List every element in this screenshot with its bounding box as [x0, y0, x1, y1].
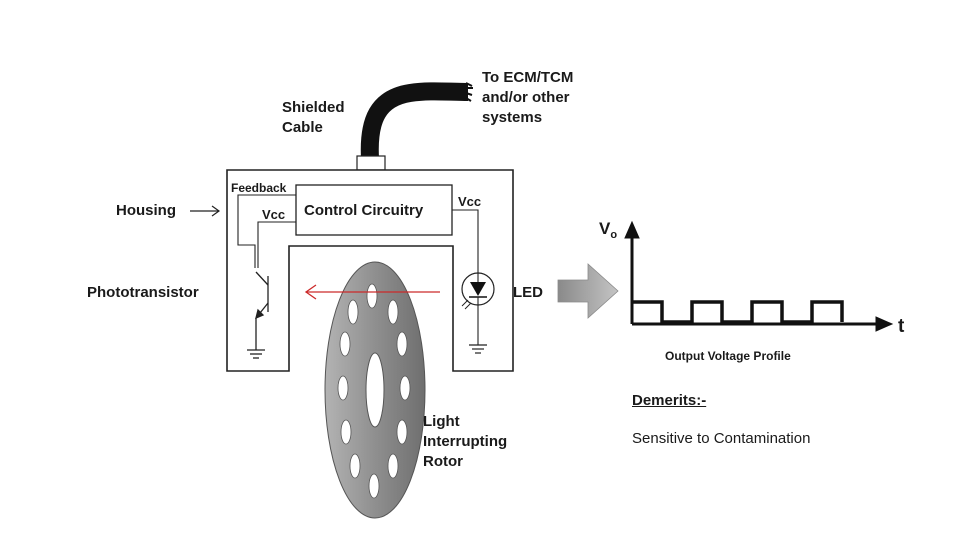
x-axis-label: t: [898, 316, 905, 337]
demerits-text: Sensitive to Contamination: [632, 430, 811, 447]
phototransistor-label: Phototransistor: [87, 284, 199, 301]
led-label: LED: [513, 284, 543, 301]
vcc-left-wire: [257, 221, 296, 268]
control-circuitry-label: Control Circuitry: [304, 202, 424, 219]
destination-label: To ECM/TCM and/or other systems: [482, 69, 574, 126]
cable-grommet: [356, 155, 386, 171]
waveform-caption: Output Voltage Profile: [665, 349, 791, 363]
output-arrow-icon: [557, 263, 619, 319]
demerits-heading: Demerits:-: [632, 392, 707, 409]
vcc-right-label: Vcc: [458, 194, 481, 209]
vcc-left-label: Vcc: [262, 207, 285, 222]
housing-label: Housing: [116, 202, 176, 219]
vcc-right-wire: [452, 209, 479, 268]
square-wave: [632, 300, 844, 324]
shielded-cable: [360, 82, 469, 159]
light-beam-arrow: [304, 284, 440, 300]
y-axis-label: Vo: [599, 219, 617, 241]
cable-frayed-end: [465, 82, 473, 102]
phototransistor: [247, 271, 269, 359]
waveform-axes: [624, 220, 894, 332]
control-circuitry-box: [295, 184, 453, 236]
feedback-wire: [237, 194, 296, 268]
light-interrupting-rotor: [324, 261, 426, 519]
feedback-label: Feedback: [231, 181, 287, 195]
shielded-cable-label: Shielded Cable: [282, 99, 345, 136]
housing-pointer-arrow: [190, 205, 221, 217]
rotor-label: Light Interrupting Rotor: [423, 413, 508, 470]
led-symbol: [461, 268, 495, 354]
